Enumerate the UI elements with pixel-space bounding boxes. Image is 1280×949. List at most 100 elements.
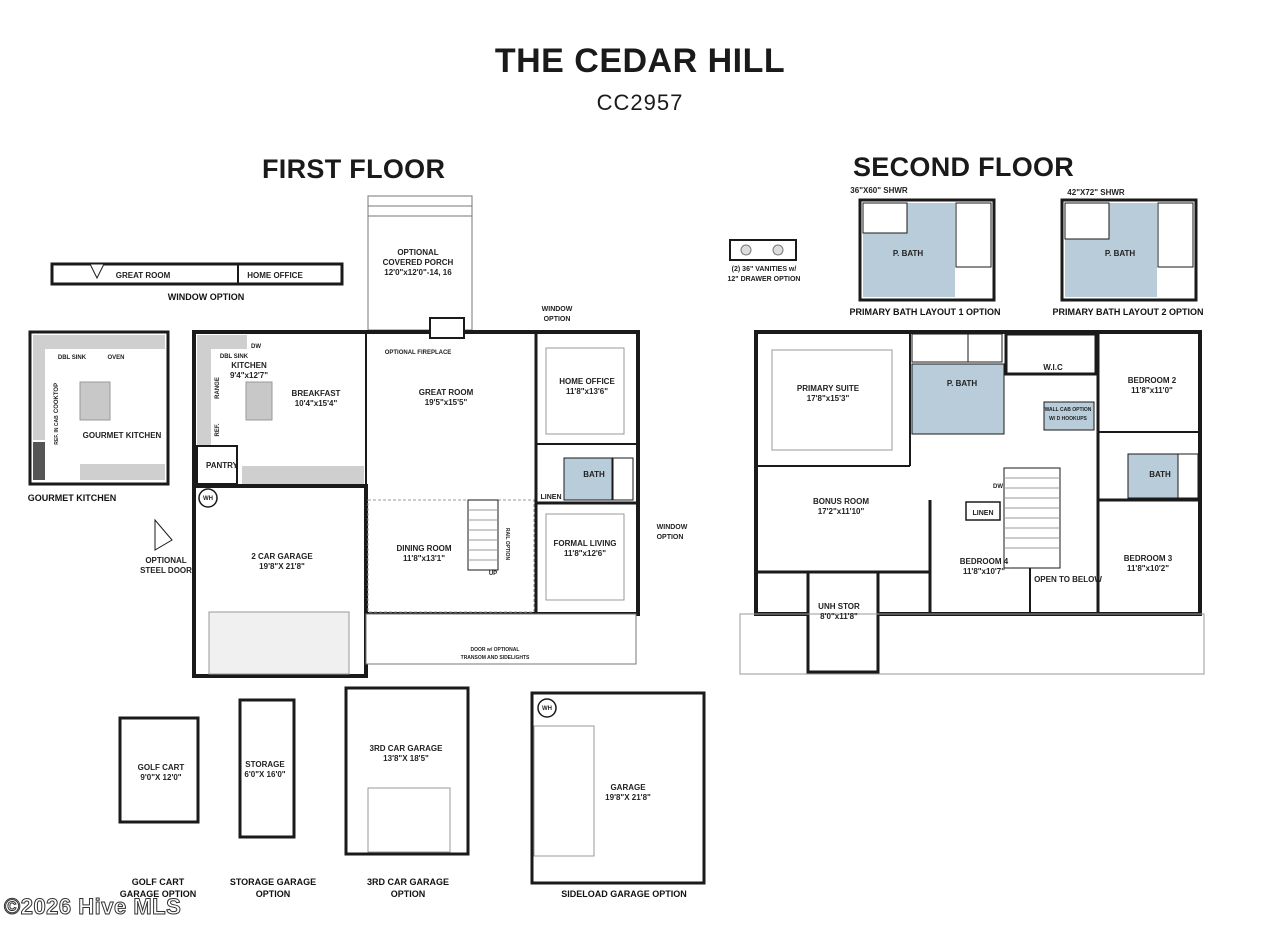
garage-label: 2 CAR GARAGE [251, 552, 313, 561]
window-option-side-1: WINDOW [657, 524, 688, 531]
formal-living-dim: 11'8"x12'6" [564, 549, 606, 558]
vanities-line-2: 12" DRAWER OPTION [728, 276, 801, 283]
bedroom4-dim: 11'8"x10'7" [963, 567, 1005, 576]
sideload-wh: WH [542, 706, 552, 712]
unh-stor-dim: 8'0"x11'8" [820, 612, 858, 621]
third-garage-dim: 13'8"X 18'5" [383, 754, 429, 763]
second-floor-heading: SECOND FLOOR [853, 152, 1075, 182]
kitchen-dim: 9'4"x12'7" [230, 371, 268, 380]
bath2-label: BATH [1149, 470, 1171, 479]
bonus-room-label: BONUS ROOM [813, 497, 869, 506]
golf-cart-caption-2: GARAGE OPTION [120, 889, 197, 899]
range-label: RANGE [215, 377, 221, 399]
steel-door-symbol [154, 518, 173, 551]
plan-code: CC2957 [596, 90, 684, 115]
breakfast-label: BREAKFAST [292, 389, 341, 398]
unh-stor-label: UNH STOR [818, 602, 860, 611]
wall-cab-1: WALL CAB OPTION [1045, 407, 1092, 413]
golf-cart-label: GOLF CART [138, 763, 185, 772]
door-option-2: TRANSOM AND SIDELIGHTS [461, 655, 530, 661]
layout2-caption: PRIMARY BATH LAYOUT 2 OPTION [1052, 307, 1203, 317]
dw-label: DW [251, 344, 261, 350]
dining-dim: 11'8"x13'1" [403, 554, 445, 563]
storage-caption-1: STORAGE GARAGE [230, 877, 316, 887]
optional-porch: OPTIONAL COVERED PORCH 12'0"x12'0"-14, 1… [367, 195, 473, 331]
window-option-right-1: WINDOW [542, 306, 573, 313]
bedroom3-label: BEDROOM 3 [1124, 554, 1173, 563]
kitchen-label: KITCHEN [231, 361, 267, 370]
sideload-garage-dim: 19'8"X 21'8" [605, 793, 651, 802]
golf-cart-caption-1: GOLF CART [132, 877, 185, 887]
sf-linen-label: LINEN [973, 510, 994, 517]
dbl-sink-label: DBL SINK [220, 354, 249, 360]
wic-label: W.I.C [1043, 363, 1063, 372]
layout2-bath: P. BATH [1105, 249, 1136, 258]
window-option-caption: WINDOW OPTION [168, 292, 245, 302]
storage-label: STORAGE [245, 760, 285, 769]
layout2-shower: 42"X72" SHWR [1067, 188, 1125, 197]
window-option-strip: GREAT ROOM HOME OFFICE WINDOW OPTION [50, 262, 344, 302]
dining-label: DINING ROOM [396, 544, 451, 553]
home-office-dim: 11'8"x13'6" [566, 387, 608, 396]
wh-label: WH [203, 496, 213, 502]
gk-dbl-sink: DBL SINK [58, 355, 87, 361]
third-caption-2: OPTION [391, 889, 426, 899]
window-option-great-room: GREAT ROOM [116, 271, 171, 280]
sideload-caption: SIDELOAD GARAGE OPTION [561, 889, 687, 899]
gk-caption: GOURMET KITCHEN [28, 493, 117, 503]
bedroom4-label: BEDROOM 4 [960, 557, 1009, 566]
third-garage-label: 3RD CAR GARAGE [370, 744, 444, 753]
bath-layout-2: 42"X72" SHWR P. BATH PRIMARY BATH LAYOUT… [1052, 188, 1203, 317]
great-room-label: GREAT ROOM [419, 388, 474, 397]
steel-door-label-2: STEEL DOOR [140, 566, 192, 575]
gk-oven: OVEN [107, 355, 124, 361]
primary-suite-dim: 17'8"x15'3" [807, 394, 850, 403]
open-to-below-label: OPEN TO BELOW [1034, 575, 1102, 584]
window-option-side-2: OPTION [657, 534, 684, 541]
second-floor-plan [739, 330, 1205, 675]
formal-living-label: FORMAL LIVING [554, 539, 617, 548]
watermark: ©2026 Hive MLS [3, 894, 182, 920]
third-caption-1: 3RD CAR GARAGE [367, 877, 449, 887]
window-option-home-office: HOME OFFICE [247, 271, 303, 280]
bedroom2-dim: 11'8"x11'0" [1131, 386, 1173, 395]
layout1-caption: PRIMARY BATH LAYOUT 1 OPTION [849, 307, 1000, 317]
optional-fireplace-label: OPTIONAL FIREPLACE [385, 350, 452, 356]
porch-line-2: COVERED PORCH [383, 258, 454, 267]
pantry-label: PANTRY [206, 461, 239, 470]
home-office-label: HOME OFFICE [559, 377, 615, 386]
porch-line-1: OPTIONAL [397, 248, 438, 257]
bonus-room-dim: 17'2"x11'10" [818, 507, 865, 516]
third-car-garage-option: 3RD CAR GARAGE 13'8"X 18'5" 3RD CAR GARA… [344, 686, 470, 899]
rail-option-label: RAIL OPTION [504, 528, 510, 561]
breakfast-dim: 10'4"x15'4" [295, 399, 338, 408]
first-floor-heading: FIRST FLOOR [262, 154, 446, 184]
gourmet-kitchen-inset: DBL SINK OVEN COOKTOP REF. IN CAB GOURME… [28, 330, 170, 503]
vanities-line-1: (2) 36" VANITIES w/ [732, 266, 797, 273]
gk-ref: REF. IN CAB [54, 415, 60, 445]
garage-dim: 19'8"X 21'8" [259, 562, 305, 571]
linen-label: LINEN [541, 494, 562, 501]
bath-label: BATH [583, 470, 605, 479]
vanity-option: (2) 36" VANITIES w/ 12" DRAWER OPTION [728, 239, 801, 283]
storage-option: STORAGE 6'0"X 16'0" STORAGE GARAGE OPTIO… [230, 698, 316, 899]
storage-caption-2: OPTION [256, 889, 291, 899]
sideload-garage-option: WH GARAGE 19'8"X 21'8" SIDELOAD GARAGE O… [530, 691, 706, 899]
golf-cart-dim: 9'0"X 12'0" [140, 773, 181, 782]
bedroom3-dim: 11'8"x10'2" [1127, 564, 1169, 573]
gk-cooktop: COOKTOP [54, 383, 60, 413]
sf-dw-label: DW [993, 484, 1003, 490]
steel-door-label-1: OPTIONAL [145, 556, 186, 565]
primary-suite-label: PRIMARY SUITE [797, 384, 860, 393]
gk-room-label: GOURMET KITCHEN [83, 431, 162, 440]
great-room-dim: 19'5"x15'5" [425, 398, 468, 407]
storage-dim: 6'0"X 16'0" [244, 770, 285, 779]
plan-title: THE CEDAR HILL [494, 42, 786, 80]
p-bath-label: P. BATH [947, 379, 978, 388]
first-floor-plan [192, 317, 640, 678]
layout1-shower: 36"X60" SHWR [850, 186, 908, 195]
golf-cart-option: GOLF CART 9'0"X 12'0" GOLF CART GARAGE O… [118, 716, 200, 899]
layout1-bath: P. BATH [893, 249, 924, 258]
wall-cab-2: W/ D HOOKUPS [1049, 416, 1087, 422]
